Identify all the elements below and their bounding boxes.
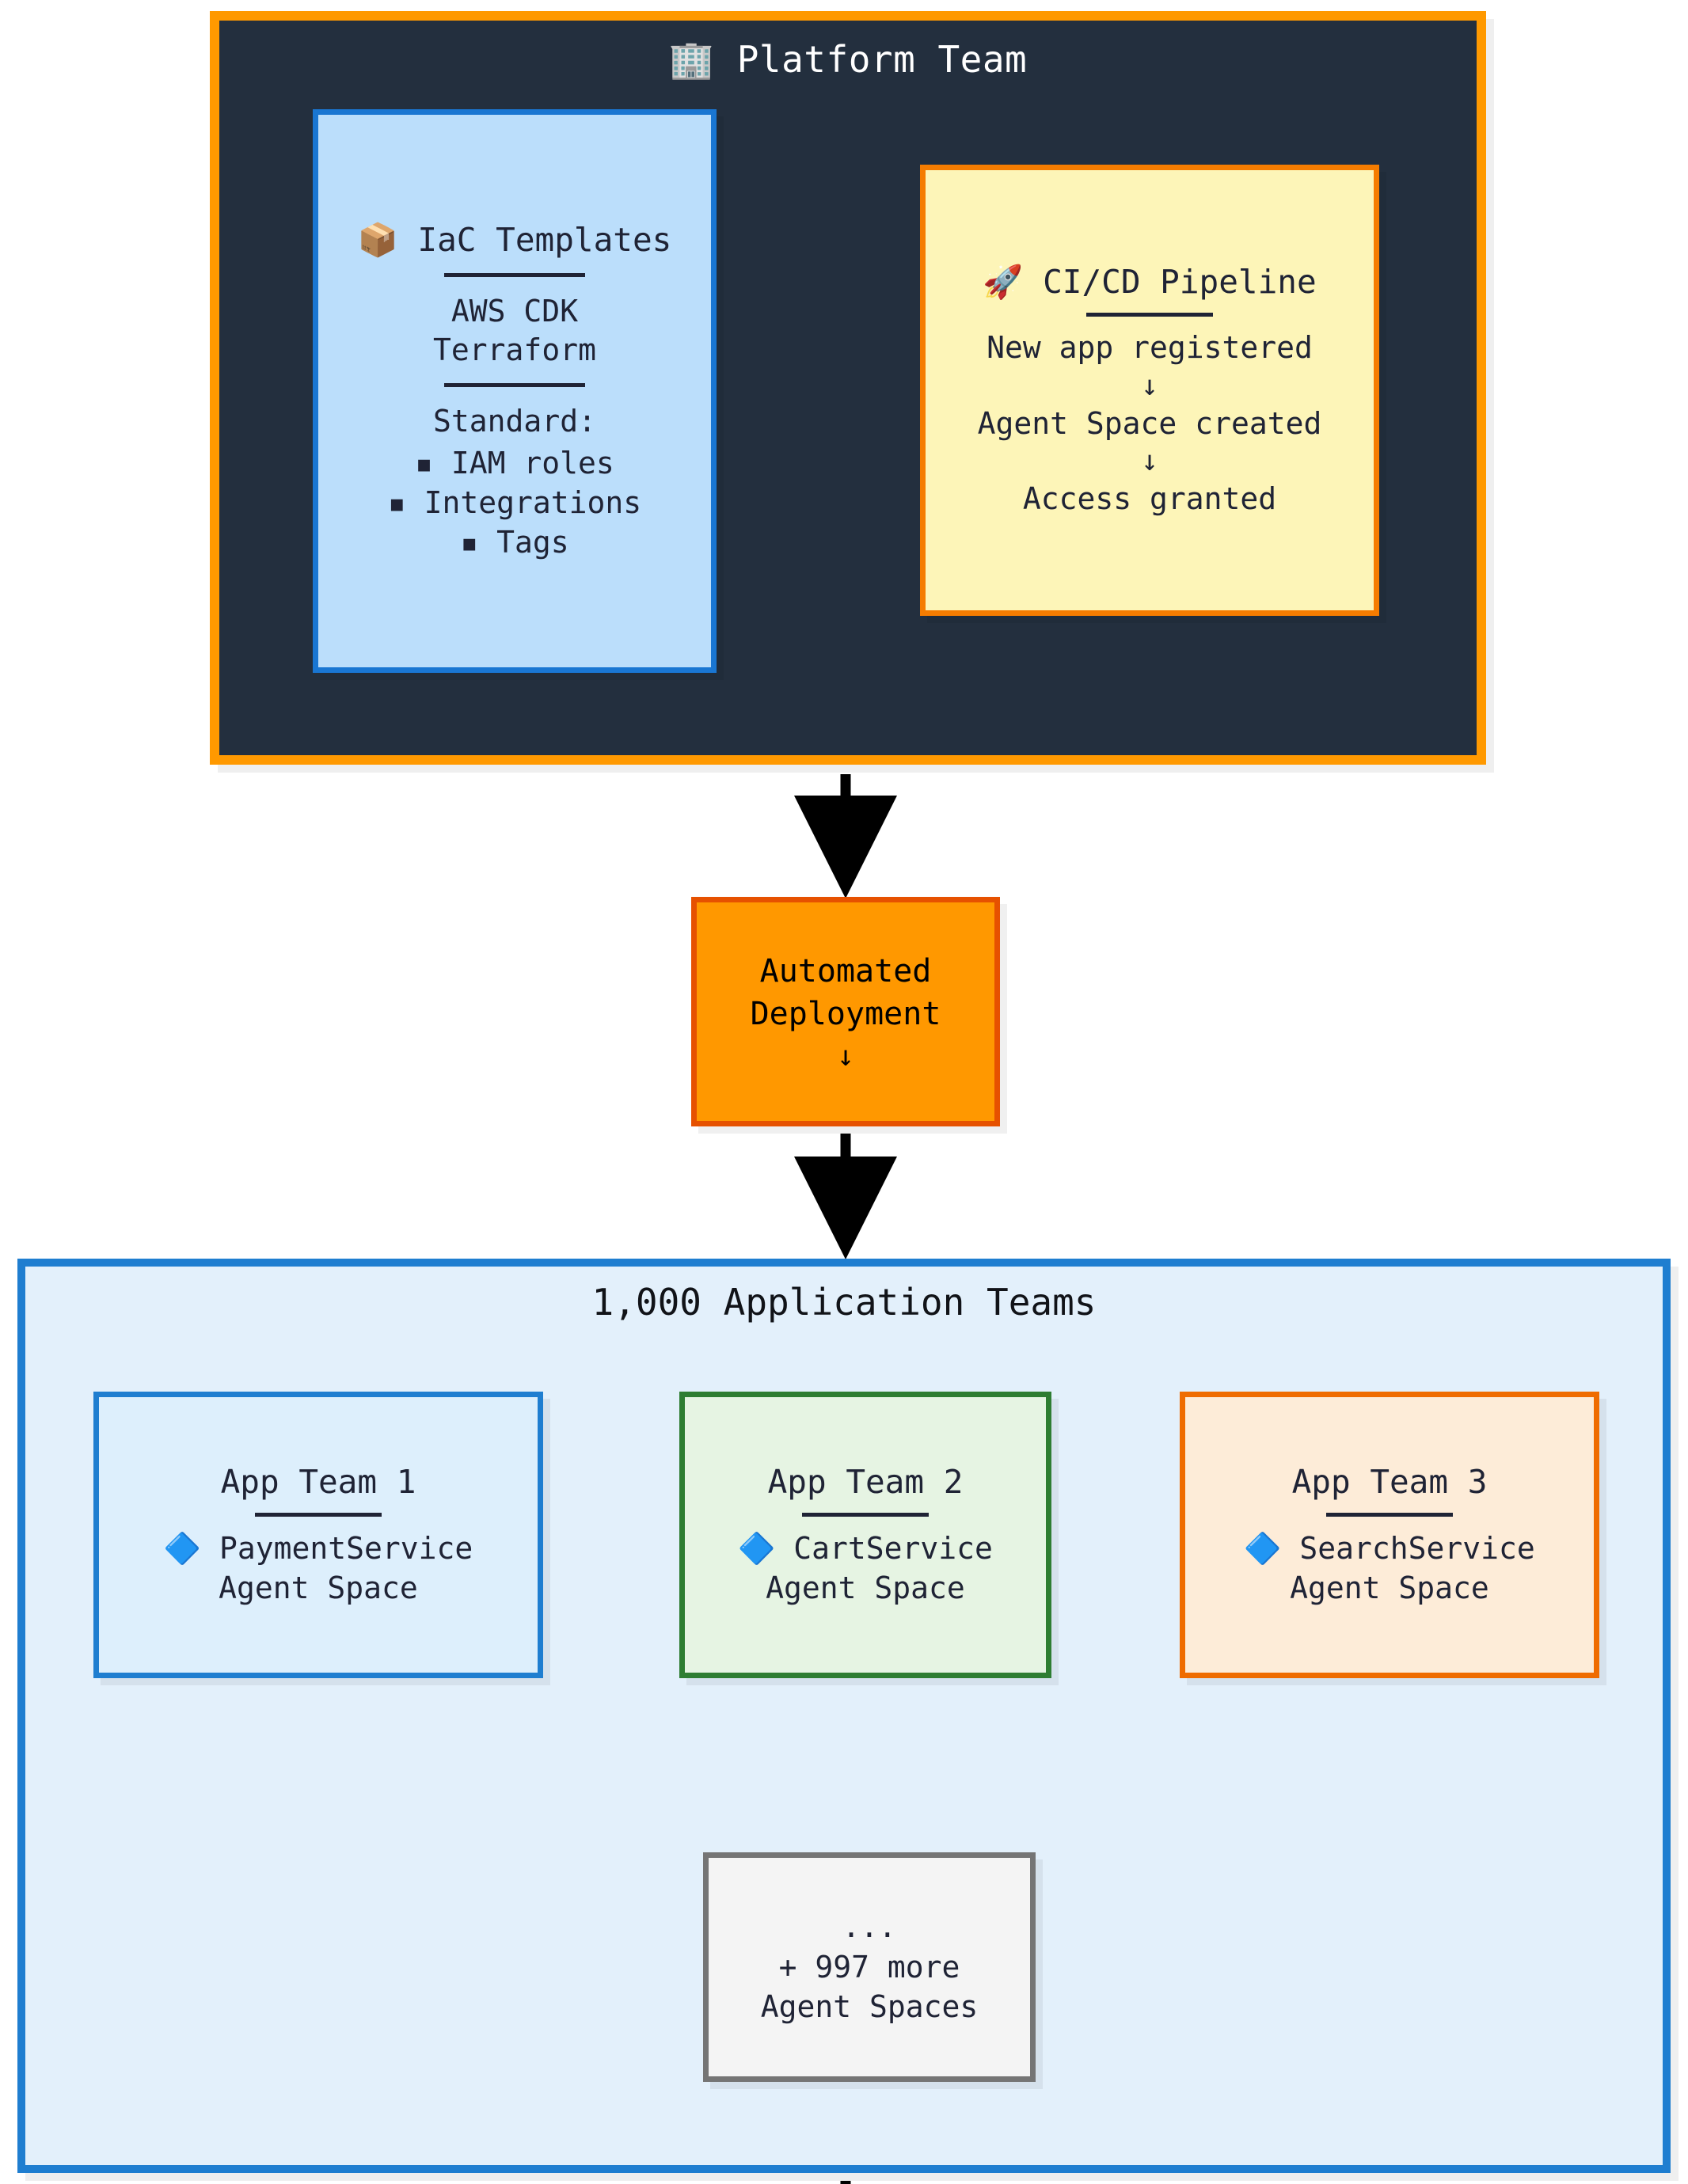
application-teams-title: 1,000 Application Teams: [591, 1281, 1097, 1324]
app-team-3-service-line: 🔷 SearchService: [1244, 1529, 1535, 1568]
cicd-pipeline-node[interactable]: 🚀 CI/CD Pipeline New app registered ↓ Ag…: [920, 165, 1379, 616]
cicd-step-arrow-2: ↓: [1141, 445, 1158, 478]
iac-standard-item-integrations: ▪ Integrations: [387, 485, 642, 521]
iac-divider-bottom: [444, 383, 585, 388]
platform-team-title: 🏢 Platform Team: [219, 38, 1477, 82]
cicd-step-arrow-1: ↓: [1141, 369, 1158, 402]
iac-standard-item-tags: ▪ Tags: [460, 525, 569, 560]
app-team-1-divider: [255, 1513, 382, 1517]
iac-templates-title: IaC Templates: [417, 220, 672, 259]
app-team-2-service-line: 🔷 CartService: [738, 1529, 993, 1568]
app-team-3-space: Agent Space: [1290, 1570, 1489, 1605]
app-team-1-node[interactable]: App Team 1 🔷 PaymentService Agent Space: [93, 1392, 543, 1678]
app-team-2-node[interactable]: App Team 2 🔷 CartService Agent Space: [679, 1392, 1051, 1678]
more-label: Agent Spaces: [760, 1989, 979, 2025]
automated-deployment-node[interactable]: Automated Deployment ↓: [691, 897, 1000, 1126]
automated-deployment-line1: Automated: [759, 953, 932, 990]
iac-tool-1: AWS CDK: [451, 293, 579, 329]
app-team-3-name: App Team 3: [1291, 1463, 1488, 1502]
rocket-icon: 🚀: [983, 263, 1024, 302]
app-team-1-service-line: 🔷 PaymentService: [164, 1529, 473, 1568]
blue-diamond-icon: 🔷: [1244, 1531, 1282, 1567]
package-icon: 📦: [357, 220, 398, 259]
cicd-step-1: New app registered: [987, 330, 1313, 366]
cicd-divider: [1086, 313, 1213, 317]
iac-templates-heading: 📦 IaC Templates: [358, 220, 672, 260]
more-count: + 997 more: [778, 1949, 960, 1985]
cicd-step-3: Access granted: [1022, 481, 1277, 517]
platform-team-label: Platform Team: [736, 38, 1028, 81]
iac-standard-label: Standard:: [433, 404, 596, 439]
more-agent-spaces-node[interactable]: ... + 997 more Agent Spaces: [703, 1852, 1036, 2082]
app-team-3-divider: [1326, 1513, 1453, 1517]
down-arrow-icon: ↓: [837, 1039, 854, 1073]
cicd-pipeline-title: CI/CD Pipeline: [1043, 263, 1317, 302]
automated-deployment-line2: Deployment: [750, 996, 941, 1033]
iac-tool-2: Terraform: [433, 332, 596, 368]
app-team-2-name: App Team 2: [767, 1463, 964, 1502]
blue-diamond-icon: 🔷: [738, 1531, 776, 1567]
more-ellipsis: ...: [842, 1909, 897, 1944]
cicd-step-2: Agent Space created: [977, 405, 1322, 441]
app-team-3-service: SearchService: [1299, 1531, 1535, 1567]
iac-templates-node[interactable]: 📦 IaC Templates AWS CDK Terraform Standa…: [313, 109, 717, 673]
app-team-2-space: Agent Space: [766, 1570, 965, 1605]
app-team-2-divider: [802, 1513, 929, 1517]
cicd-pipeline-heading: 🚀 CI/CD Pipeline: [983, 262, 1316, 302]
iac-divider-top: [444, 272, 585, 277]
app-team-1-service: PaymentService: [219, 1531, 473, 1567]
app-team-1-space: Agent Space: [219, 1570, 418, 1605]
iac-standard-list: ▪ IAM roles ▪ Integrations ▪ Tags: [388, 443, 641, 562]
iac-standard-item-iam: ▪ IAM roles: [415, 445, 614, 480]
office-building-icon: 🏢: [668, 38, 715, 81]
app-team-1-name: App Team 1: [220, 1463, 416, 1502]
app-team-3-node[interactable]: App Team 3 🔷 SearchService Agent Space: [1180, 1392, 1599, 1678]
app-team-2-service: CartService: [793, 1531, 993, 1567]
blue-diamond-icon: 🔷: [163, 1531, 202, 1567]
